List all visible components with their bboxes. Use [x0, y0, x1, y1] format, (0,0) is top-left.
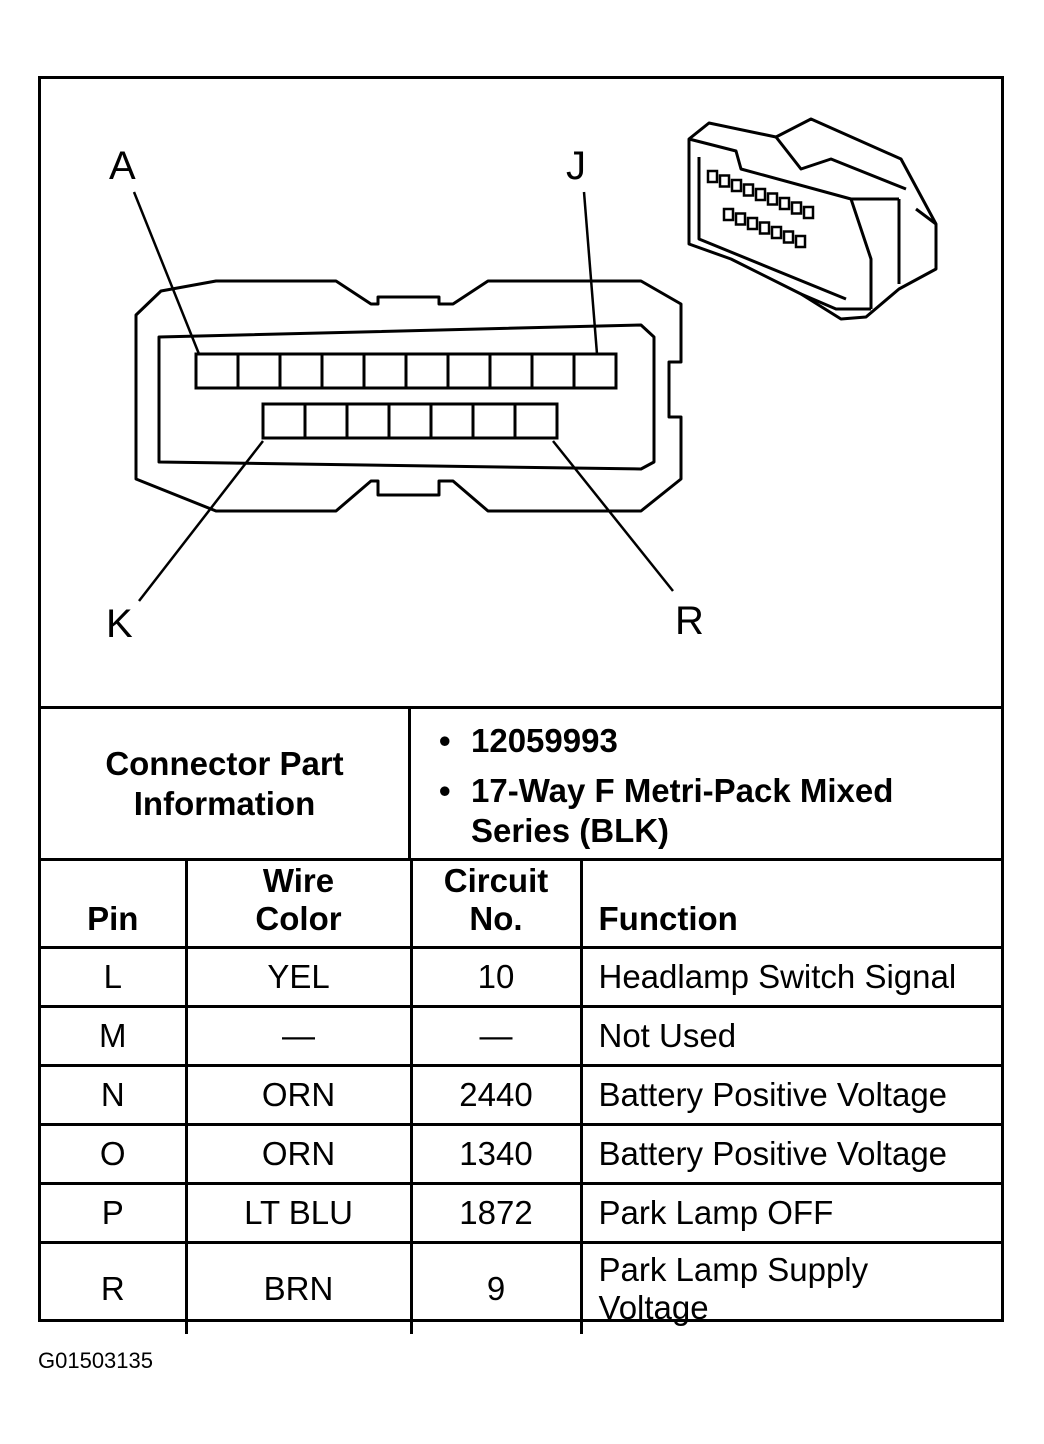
bottom-cavity [261, 402, 307, 440]
iso-top-cavity [766, 192, 779, 206]
iso-top-cavity [778, 196, 791, 211]
wire-color-cell: — [184, 1005, 413, 1067]
circuit-cell: 1340 [409, 1123, 583, 1185]
pin-cell: N [41, 1064, 188, 1126]
function-cell: Park Lamp Supply Voltage [579, 1241, 1001, 1334]
wire-color-cell: BRN [184, 1241, 413, 1334]
top-cavity [572, 352, 618, 390]
leader-line-a [132, 191, 201, 355]
iso-top-cavity [754, 187, 767, 202]
top-cavity [236, 352, 282, 390]
top-cavity [404, 352, 450, 390]
bottom-cavity [387, 402, 433, 440]
circuit-cell: 2440 [409, 1064, 583, 1126]
function-cell: Headlamp Switch Signal [579, 946, 1001, 1008]
header-circuit-no: Circuit No. [409, 858, 583, 949]
leader-line-r [552, 440, 674, 592]
connector-figure-frame: A J K R Connector Part Information •1205… [38, 76, 1004, 1334]
iso-bottom-cavity [746, 216, 759, 231]
iso-top-cavity [706, 169, 719, 184]
circuit-cell: 9 [409, 1241, 583, 1334]
label-r: R [675, 599, 704, 643]
label-k: K [106, 602, 133, 646]
pin-table-header: Pin Wire Color Circuit No. Function [41, 858, 1001, 949]
table-row: N ORN 2440 Battery Positive Voltage [41, 1064, 1001, 1126]
top-cavity [194, 352, 240, 390]
header-pin: Pin [41, 858, 188, 949]
top-cavity [530, 352, 576, 390]
wire-color-cell: ORN [184, 1123, 413, 1185]
circuit-cell: 10 [409, 946, 583, 1008]
table-row: L YEL 10 Headlamp Switch Signal [41, 946, 1001, 1008]
iso-bottom-cavity [794, 234, 807, 249]
connector-inner-face [157, 323, 656, 471]
iso-top-cavity [742, 183, 755, 197]
table-row: M — — Not Used [41, 1005, 1001, 1067]
top-cavity [446, 352, 492, 390]
bottom-cavity [429, 402, 475, 440]
bottom-cavity [513, 402, 559, 440]
figure-id: G01503135 [38, 1348, 153, 1373]
function-cell: Park Lamp OFF [579, 1182, 1001, 1244]
leader-line-j [582, 191, 599, 355]
iso-bottom-cavity [770, 225, 783, 240]
pin-cell: R [41, 1241, 188, 1334]
top-cavity [488, 352, 534, 390]
table-row: O ORN 1340 Battery Positive Voltage [41, 1123, 1001, 1185]
top-cavity [362, 352, 408, 390]
connector-part-number: •12059993 [439, 722, 618, 759]
bullet-icon: • [439, 722, 451, 759]
label-a: A [109, 144, 136, 188]
top-cavity [320, 352, 366, 390]
iso-bottom-cavity [782, 230, 795, 244]
header-wire-color: Wire Color [184, 858, 413, 949]
iso-top-cavity [730, 178, 743, 193]
function-cell: Battery Positive Voltage [579, 1064, 1001, 1126]
isometric-cavities [706, 169, 815, 249]
connector-part-info-label: Connector Part Information [41, 709, 411, 858]
pin-cell: L [41, 946, 188, 1008]
leader-line-k [138, 440, 264, 602]
wire-color-cell: ORN [184, 1064, 413, 1126]
connector-part-info-values: •12059993 •17-Way F Metri-Pack Mixed Ser… [411, 709, 1001, 858]
top-cavity [278, 352, 324, 390]
connector-description: •17-Way F Metri-Pack Mixed Series (BLK) [439, 772, 894, 849]
connector-outer-housing [134, 279, 683, 513]
iso-bottom-cavity [734, 212, 747, 226]
wire-color-cell: LT BLU [184, 1182, 413, 1244]
pin-cell: P [41, 1182, 188, 1244]
connector-part-info-row: Connector Part Information •12059993 •17… [41, 706, 1001, 858]
connector-face-diagram: A J K R [106, 117, 938, 646]
iso-bottom-cavity [722, 207, 735, 222]
function-cell: Not Used [579, 1005, 1001, 1067]
bullet-icon: • [439, 772, 451, 809]
bottom-cavity [471, 402, 517, 440]
circuit-cell: — [409, 1005, 583, 1067]
table-row: R BRN 9 Park Lamp Supply Voltage [41, 1241, 1001, 1334]
function-cell: Battery Positive Voltage [579, 1123, 1001, 1185]
pin-cell: M [41, 1005, 188, 1067]
pin-table: Pin Wire Color Circuit No. Function L YE… [41, 858, 1001, 1334]
iso-top-cavity [790, 201, 803, 215]
pin-cell: O [41, 1123, 188, 1185]
wire-color-cell: YEL [184, 946, 413, 1008]
label-j: J [566, 144, 586, 188]
iso-bottom-cavity [758, 221, 771, 235]
iso-top-cavity [718, 174, 731, 188]
iso-top-cavity [802, 205, 815, 220]
bottom-cavity [345, 402, 391, 440]
circuit-cell: 1872 [409, 1182, 583, 1244]
bottom-cavity [303, 402, 349, 440]
top-row-cavities [194, 352, 618, 390]
table-row: P LT BLU 1872 Park Lamp OFF [41, 1182, 1001, 1244]
bottom-row-cavities [261, 402, 559, 440]
header-function: Function [579, 858, 1001, 949]
